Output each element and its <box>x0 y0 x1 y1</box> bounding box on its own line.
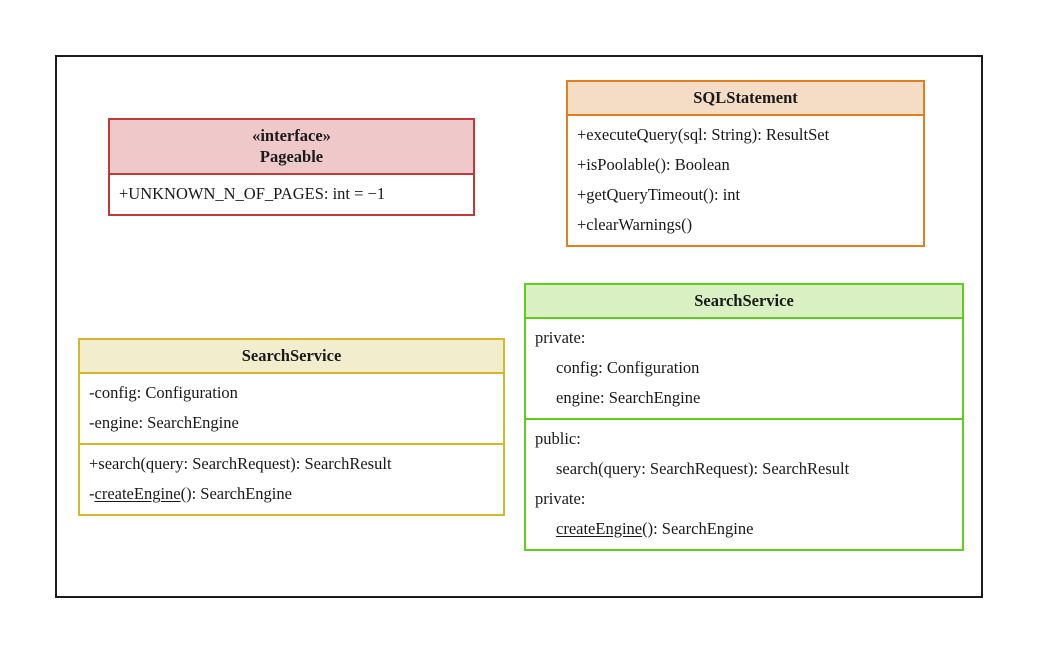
class-box-pageable[interactable]: «interface» Pageable +UNKNOWN_N_OF_PAGES… <box>108 118 475 217</box>
member-signature: (): SearchEngine <box>180 483 292 503</box>
class-header-searchservice-uml: SearchService <box>80 340 503 375</box>
class-visibility-label: public: <box>535 428 581 448</box>
class-header-pageable: «interface» Pageable <box>110 120 473 176</box>
class-compartment-operations: +executeQuery(sql: String): ResultSet +i… <box>568 116 923 245</box>
class-box-searchservice-cpp[interactable]: SearchService private: config: Configura… <box>524 283 964 551</box>
class-compartment-operations: +search(query: SearchRequest): SearchRes… <box>80 442 503 514</box>
class-member-row-static: -createEngine(): SearchEngine <box>80 479 503 509</box>
member-signature: (): SearchEngine <box>642 518 754 538</box>
diagram-frame: «interface» Pageable +UNKNOWN_N_OF_PAGES… <box>55 55 983 598</box>
class-compartment-attributes: +UNKNOWN_N_OF_PAGES: int = −1 <box>110 175 473 215</box>
class-header-sqlstatement: SQLStatement <box>568 82 923 117</box>
class-compartment-attributes: private: config: Configuration engine: S… <box>526 319 962 418</box>
class-member-row-static: createEngine(): SearchEngine <box>526 514 962 544</box>
class-member-row: +clearWarnings() <box>577 214 693 234</box>
class-visibility-label: private: <box>535 328 586 348</box>
class-box-sqlstatement[interactable]: SQLStatement +executeQuery(sql: String):… <box>566 80 925 247</box>
class-stereotype: «interface» <box>252 126 331 145</box>
class-member-row: +UNKNOWN_N_OF_PAGES: int = −1 <box>119 184 386 204</box>
class-box-searchservice-uml[interactable]: SearchService -config: Configuration -en… <box>78 338 505 516</box>
class-visibility-label: private: <box>535 488 586 508</box>
class-member-row: engine: SearchEngine <box>556 387 701 407</box>
class-name: SearchService <box>694 291 794 310</box>
class-member-row: +search(query: SearchRequest): SearchRes… <box>89 453 392 473</box>
class-compartment-operations: public: search(query: SearchRequest): Se… <box>526 417 962 549</box>
class-member-row: +executeQuery(sql: String): ResultSet <box>577 125 830 145</box>
class-member-row: -engine: SearchEngine <box>89 413 239 433</box>
class-member-row: +getQueryTimeout(): int <box>577 184 741 204</box>
class-header-searchservice-cpp: SearchService <box>526 285 962 320</box>
class-member-row: +isPoolable(): Boolean <box>577 155 730 175</box>
member-static-name: createEngine <box>556 518 643 538</box>
member-static-name: createEngine <box>94 483 181 503</box>
class-member-row: -config: Configuration <box>89 383 238 403</box>
class-member-row: config: Configuration <box>556 358 700 378</box>
class-name: SQLStatement <box>693 88 798 107</box>
class-member-row: search(query: SearchRequest): SearchResu… <box>556 458 850 478</box>
class-compartment-attributes: -config: Configuration -engine: SearchEn… <box>80 374 503 443</box>
member-visibility: - <box>89 483 95 503</box>
class-name: Pageable <box>259 147 324 167</box>
class-name: SearchService <box>241 346 342 365</box>
